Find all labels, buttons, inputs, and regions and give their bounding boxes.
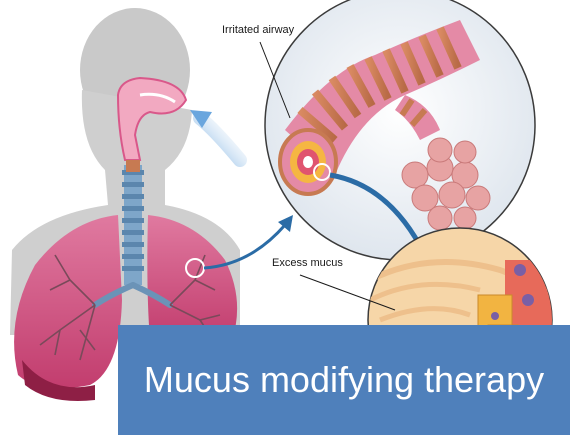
excess-mucus-label: Excess mucus [272, 257, 343, 269]
trachea [122, 160, 144, 285]
airway-zoom-circle [265, 0, 535, 260]
banner-title: Mucus modifying therapy [144, 359, 544, 401]
breath-arrow [190, 110, 240, 160]
irritated-airway-label: Irritated airway [222, 24, 294, 36]
title-banner: Mucus modifying therapy [118, 325, 570, 435]
